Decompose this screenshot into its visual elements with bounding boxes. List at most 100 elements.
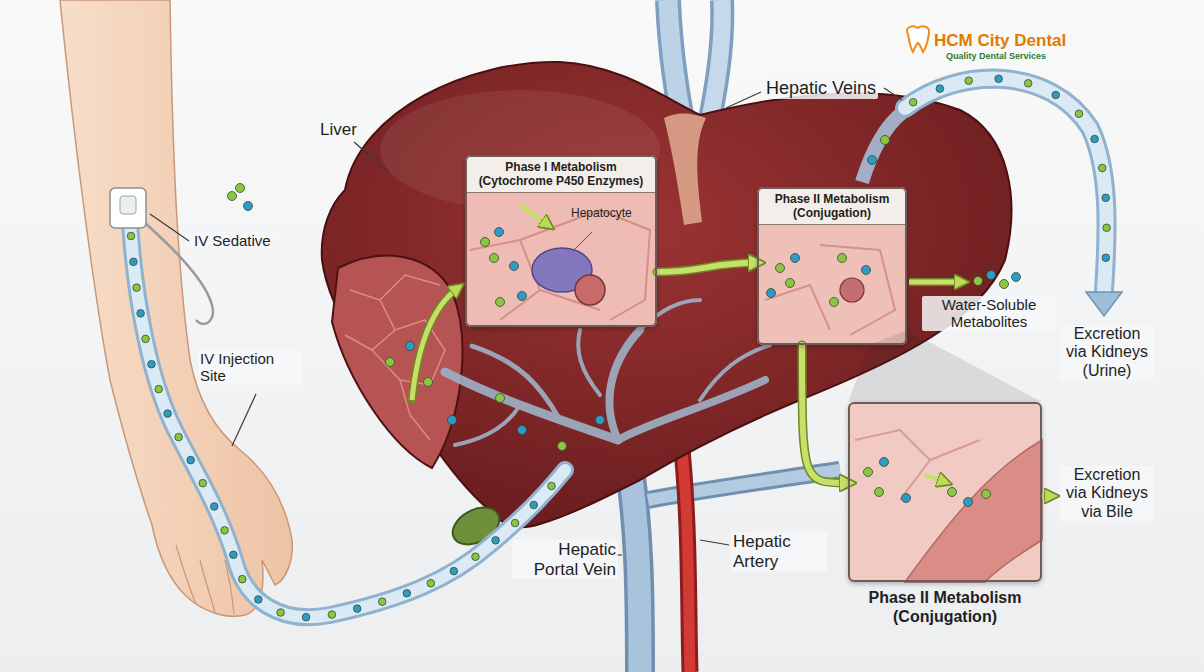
part-label: Liver xyxy=(320,120,357,140)
molecule-dot xyxy=(148,360,156,368)
nucleus xyxy=(840,278,864,302)
molecule-dot xyxy=(481,238,490,247)
molecule-dot xyxy=(596,416,605,425)
molecule-dot xyxy=(1102,254,1110,262)
molecule-dot xyxy=(875,488,884,497)
molecule-dot xyxy=(868,156,877,165)
molecule-dot xyxy=(127,232,135,240)
part-label: Excretion via Kidneys via Bile xyxy=(1060,466,1154,521)
part-label: IV Injection Site xyxy=(198,350,302,385)
molecule-dot xyxy=(1000,280,1009,289)
cell-label: Hepatocyte xyxy=(571,207,632,221)
molecule-dot xyxy=(909,98,917,106)
molecule-dot xyxy=(133,284,141,292)
molecule-dot xyxy=(406,342,415,351)
molecule-dot xyxy=(510,262,519,271)
molecule-dot xyxy=(1075,110,1083,118)
molecule-dot xyxy=(386,358,395,367)
molecule-dot xyxy=(378,598,386,606)
molecule-dot xyxy=(791,254,800,263)
molecule-dot xyxy=(175,433,183,441)
molecule-dot xyxy=(230,551,238,559)
zoom-cells xyxy=(855,430,980,500)
molecule-dot xyxy=(880,458,889,467)
molecule-dot xyxy=(838,254,847,263)
zoom-projection xyxy=(848,330,1042,402)
vein-exit xyxy=(862,112,903,182)
gallbladder xyxy=(446,500,505,552)
molecule-dot xyxy=(987,271,996,280)
molecule-dot xyxy=(155,385,163,393)
molecule-dot xyxy=(1098,164,1106,172)
part-label: Excretion via Kidneys (Urine) xyxy=(1060,325,1154,380)
molecule-dot xyxy=(403,589,411,597)
molecule-dot xyxy=(995,75,1003,83)
liver-cutaway xyxy=(332,256,462,468)
molecule-dot xyxy=(518,426,527,435)
flow-arrows xyxy=(412,205,1052,496)
excretion-tube xyxy=(905,79,1107,290)
molecule-dot xyxy=(965,77,973,85)
zoom-tissue xyxy=(848,402,1042,582)
molecule-dot xyxy=(1091,135,1099,143)
molecule-dot xyxy=(530,501,538,509)
molecule-dot xyxy=(936,85,944,93)
leader-lines xyxy=(150,88,902,555)
molecule-dot xyxy=(1102,194,1110,202)
molecule-dot xyxy=(130,258,138,266)
part-label: Hepatic Veins xyxy=(764,78,878,99)
connector-outline xyxy=(657,263,757,272)
phase2-cells xyxy=(765,245,895,335)
molecule-dot xyxy=(862,266,871,275)
hepatocyte-leader xyxy=(572,232,592,252)
molecule-dot xyxy=(864,468,873,477)
nucleus xyxy=(575,275,605,305)
arm xyxy=(60,0,292,616)
phase2-tissue xyxy=(757,187,907,345)
inset-caption: Phase II Metabolism (Conjugation) xyxy=(828,588,1062,626)
molecule-dot xyxy=(511,519,519,527)
molecule-dot xyxy=(1052,91,1060,99)
molecule-dot xyxy=(199,479,207,487)
inset-box: Phase I Metabolism (Cytochrome P450 Enzy… xyxy=(465,155,657,327)
molecule-dot xyxy=(424,378,433,387)
bile-duct xyxy=(905,440,1042,582)
logo-text: HCM City Dental xyxy=(934,31,1066,51)
molecule-dot xyxy=(558,442,567,451)
excretion-arrowhead xyxy=(1086,292,1122,316)
box-heading: Phase I Metabolism (Cytochrome P450 Enzy… xyxy=(467,157,655,193)
molecule-dot xyxy=(902,494,911,503)
iv-catheter xyxy=(110,188,146,228)
box-heading: Phase II Metabolism (Conjugation) xyxy=(759,189,905,225)
molecule-dot xyxy=(137,310,145,318)
part-label: Hepatic Artery xyxy=(731,532,827,571)
connector-outline xyxy=(802,345,848,483)
molecule-dot xyxy=(255,596,263,604)
part-label: Hepatic Portal Vein xyxy=(512,540,618,579)
molecule-dot xyxy=(236,184,245,193)
lobule-texture xyxy=(345,275,445,440)
excretion-tube-inner xyxy=(905,79,1107,290)
ligament xyxy=(664,114,706,226)
molecule-dot xyxy=(496,298,505,307)
molecule-dot xyxy=(1103,224,1111,232)
molecule-dot xyxy=(881,136,890,145)
connector-line xyxy=(657,263,757,272)
part-label: Water-Soluble Metabolites xyxy=(922,296,1056,331)
molecule-dot xyxy=(244,202,253,211)
molecule-dot xyxy=(1012,273,1021,282)
molecule-dot xyxy=(142,335,150,343)
molecule-dot xyxy=(490,254,499,263)
phase1-cells xyxy=(470,210,650,320)
connector-line xyxy=(802,345,848,483)
molecule-dot xyxy=(948,488,957,497)
molecule-dot xyxy=(353,605,361,613)
molecule-dot xyxy=(830,298,839,307)
molecule-dot xyxy=(786,279,795,288)
zoom-inset: Phase II Metabolism (Conjugation) xyxy=(848,402,1042,582)
molecule-dot xyxy=(302,613,310,621)
molecule-dot xyxy=(221,527,229,535)
part-label: IV Sedative xyxy=(192,232,273,249)
phase1-tissue xyxy=(465,155,657,327)
